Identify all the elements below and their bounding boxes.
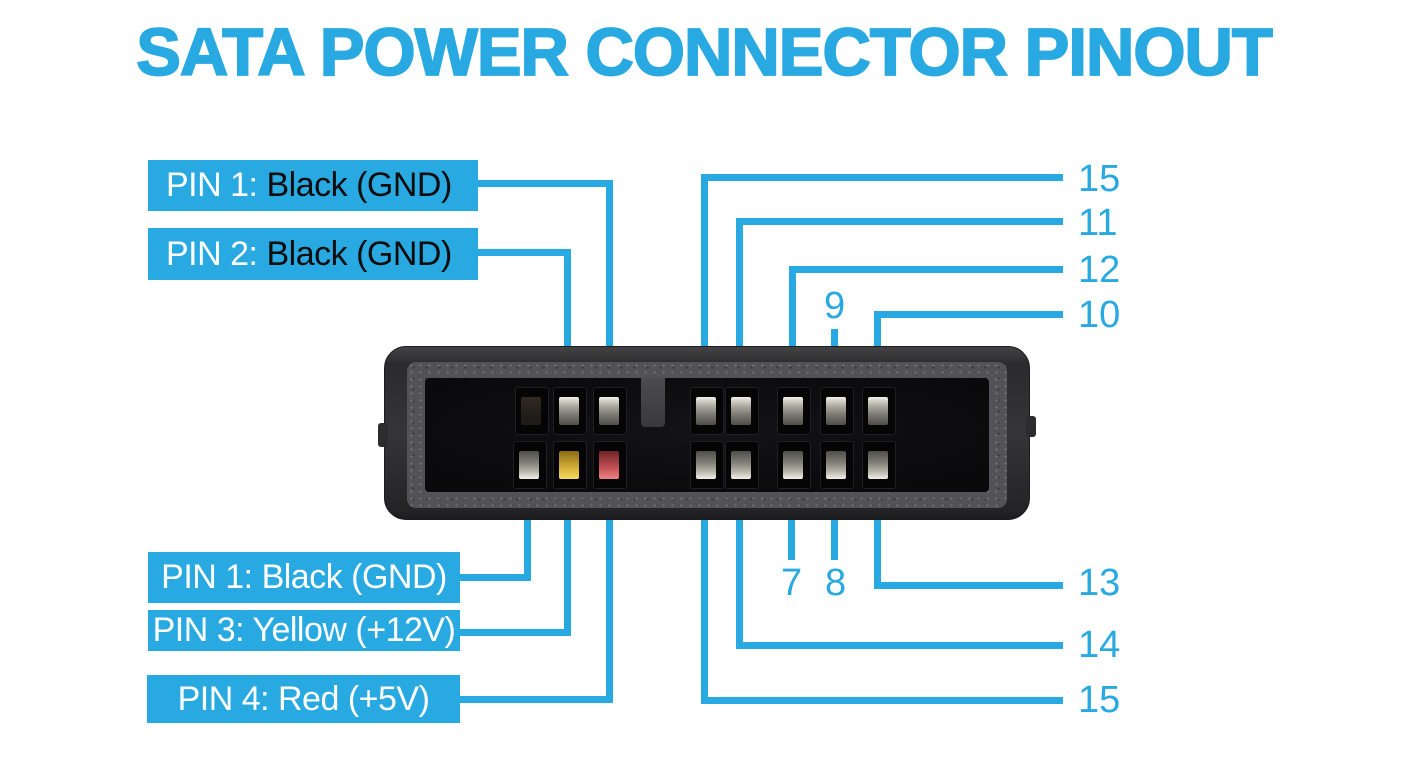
callout-top-pin1: PIN 1: Black (GND) — [148, 160, 478, 211]
callout-text: PIN 1: Black (GND) — [161, 558, 447, 596]
leader-line-pin3-h — [458, 629, 571, 636]
leader-line-bottom-pin1-h — [458, 574, 531, 581]
callout-pin-number: PIN 1: — [166, 166, 258, 204]
pin-number-14: 14 — [1078, 624, 1121, 666]
pin-socket-10 — [862, 387, 896, 435]
pin-socket-14 — [725, 441, 759, 489]
leader-line-top-pin1-v — [606, 180, 613, 412]
pin-contact — [696, 397, 716, 425]
connector-side-tab-left — [378, 423, 388, 447]
pin-socket-8 — [820, 441, 854, 489]
leader-line-14-v — [736, 474, 743, 649]
leader-line-15-top-v — [701, 174, 708, 412]
callout-bottom-pin1: PIN 1: Black (GND) — [148, 552, 460, 603]
pin-socket-7 — [777, 441, 811, 489]
pin-number-10: 10 — [1078, 294, 1121, 336]
callout-bottom-pin3: PIN 3: Yellow (+12V) — [148, 610, 460, 651]
leader-line-pin3-v — [564, 468, 571, 635]
callout-text: PIN 3: Yellow (+12V) — [152, 611, 456, 649]
leader-line-11-h — [736, 218, 1063, 225]
page-title: SATA POWER CONNECTOR PINOUT — [135, 14, 1273, 91]
leader-line-15-top-h — [701, 174, 1063, 181]
leader-line-15-bottom-h — [701, 697, 1063, 704]
pin-contact — [519, 451, 539, 479]
leader-line-pin4-v — [606, 468, 613, 702]
pin-contact-red — [599, 451, 619, 479]
callout-top-pin2: PIN 2: Black (GND) — [148, 228, 478, 280]
pin-socket-pin3-yellow — [553, 441, 587, 489]
pin-number-9: 9 — [824, 285, 846, 327]
pin-contact — [868, 397, 888, 425]
connector-key-notch — [641, 378, 665, 427]
pin-contact — [599, 397, 619, 425]
pin-contact — [783, 451, 803, 479]
pin-socket-15-top — [690, 387, 724, 435]
pin-socket-bottom-pin1 — [513, 441, 547, 489]
callout-text: PIN 4: Red (+5V) — [177, 679, 430, 718]
pin-socket-top-pin1 — [593, 387, 627, 435]
pin-contact — [826, 397, 846, 425]
leader-line-bottom-pin1-v — [524, 468, 531, 580]
pin-number-11: 11 — [1078, 202, 1118, 244]
leader-line-top-pin2-h — [458, 249, 571, 256]
pin-number-8: 8 — [825, 562, 847, 604]
leader-line-top-pin1-h — [458, 180, 613, 187]
pin-socket-empty — [515, 387, 549, 435]
sata-connector-photo — [378, 346, 1036, 520]
callout-bottom-pin4: PIN 4: Red (+5V) — [147, 675, 460, 723]
leader-line-11-v — [736, 218, 743, 412]
pin-contact — [826, 451, 846, 479]
pin-contact-yellow — [559, 451, 579, 479]
pin-socket-9 — [820, 387, 854, 435]
pin-number-7: 7 — [781, 562, 803, 604]
leader-line-14-h — [736, 642, 1063, 649]
leader-line-10-h — [874, 311, 1063, 318]
pin-number-12: 12 — [1078, 249, 1121, 291]
leader-line-13-h — [874, 582, 1063, 589]
pin-number-13: 13 — [1078, 562, 1121, 604]
leader-line-13-v — [874, 474, 881, 589]
pin-number-15-top: 15 — [1078, 158, 1121, 200]
leader-line-15-bottom-v — [701, 474, 708, 704]
pin-contact — [783, 397, 803, 425]
pin-socket-pin4-red — [593, 441, 627, 489]
leader-line-12-h — [789, 266, 1063, 273]
callout-pin-desc: Black (GND) — [266, 234, 452, 273]
callout-pin-number: PIN 2: — [166, 234, 258, 273]
pin-socket-13 — [862, 441, 896, 489]
pin-socket-12 — [777, 387, 811, 435]
callout-pin-desc: Black (GND) — [266, 166, 452, 204]
pin-number-15-bottom: 15 — [1078, 679, 1121, 721]
pin-socket-15-bottom — [690, 441, 724, 489]
pin-contact — [696, 451, 716, 479]
pin-contact — [521, 397, 541, 425]
pin-contact — [868, 451, 888, 479]
pin-contact — [559, 397, 579, 425]
pin-socket-11 — [725, 387, 759, 435]
leader-line-top-pin2-v — [564, 249, 571, 412]
pin-contact — [731, 397, 751, 425]
pin-contact — [731, 451, 751, 479]
connector-side-tab-right — [1026, 416, 1036, 437]
leader-line-12-v — [789, 266, 796, 412]
leader-line-pin4-h — [458, 696, 613, 703]
pin-socket-top-pin2 — [553, 387, 587, 435]
